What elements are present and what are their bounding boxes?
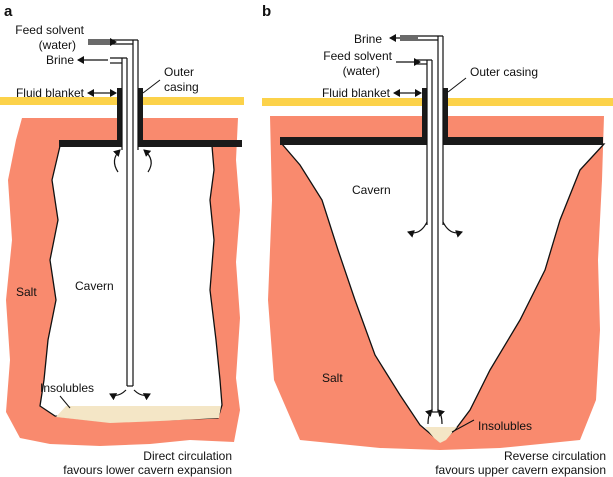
- panel-a-feed-solvent-label: Feed solvent: [15, 23, 84, 37]
- panel-b-outer-casing-label: Outer casing: [470, 65, 538, 79]
- panel-b-insolubles-layer: [425, 427, 457, 443]
- panel-b-casing-leader: [447, 77, 467, 93]
- panel-b-salt-label: Salt: [322, 371, 343, 385]
- panel-b-flow-arrow-bottom-right: [437, 409, 446, 425]
- panel-b-caption-line-2: favours upper cavern expansion: [435, 463, 606, 477]
- panel-b-flow-arrow-right: [442, 221, 463, 238]
- panel-a-outer-label: Outer: [164, 65, 194, 79]
- panel-b-caption-line-1: Reverse circulation: [504, 449, 606, 463]
- panel-b-flow-arrow-left: [407, 221, 428, 238]
- panel-a-brine-label: Brine: [46, 53, 74, 67]
- panel-a-casing-label: casing: [164, 80, 199, 94]
- panel-a-cavern-label: Cavern: [75, 279, 114, 293]
- panel-b-cavern-label: Cavern: [352, 183, 391, 197]
- panel-b-flow-arrow-bottom-left: [424, 409, 433, 425]
- panel-a-cap: [59, 140, 242, 147]
- panel-a-casing-leader: [142, 79, 161, 94]
- panel-b: b Brine: [262, 3, 613, 477]
- panel-a-flow-arrow-lower-right: [133, 389, 151, 401]
- panel-b-fluid-blanket-label: Fluid blanket: [322, 86, 391, 100]
- panel-a-fluid-blanket-label: Fluid blanket: [16, 86, 85, 100]
- panel-b-brine-label: Brine: [354, 32, 382, 46]
- panel-b-insolubles-label: Insolubles: [478, 419, 532, 433]
- panel-a: a Feed: [0, 3, 244, 477]
- panel-a-letter: a: [4, 3, 13, 20]
- panel-a-insolubles-leader: [59, 395, 71, 409]
- panel-a-salt-label: Salt: [16, 285, 37, 299]
- panel-a-flow-arrow-upper-right: [143, 149, 152, 173]
- panel-a-insolubles-layer: [56, 406, 221, 423]
- panel-a-flow-arrow-lower-left: [109, 389, 127, 401]
- panel-b-feed-solvent-label: Feed solvent: [323, 49, 392, 63]
- panel-b-letter: b: [262, 3, 271, 20]
- panel-a-flow-arrow-upper-left: [112, 149, 121, 173]
- panel-b-water-label: (water): [343, 64, 380, 78]
- panel-b-insolubles-leader: [451, 419, 475, 433]
- panel-a-water-label: (water): [39, 38, 76, 52]
- panel-a-insolubles-label: Insolubles: [40, 381, 94, 395]
- panel-a-caption-line-1: Direct circulation: [143, 449, 232, 463]
- panel-a-caption-line-2: favours lower cavern expansion: [63, 463, 232, 477]
